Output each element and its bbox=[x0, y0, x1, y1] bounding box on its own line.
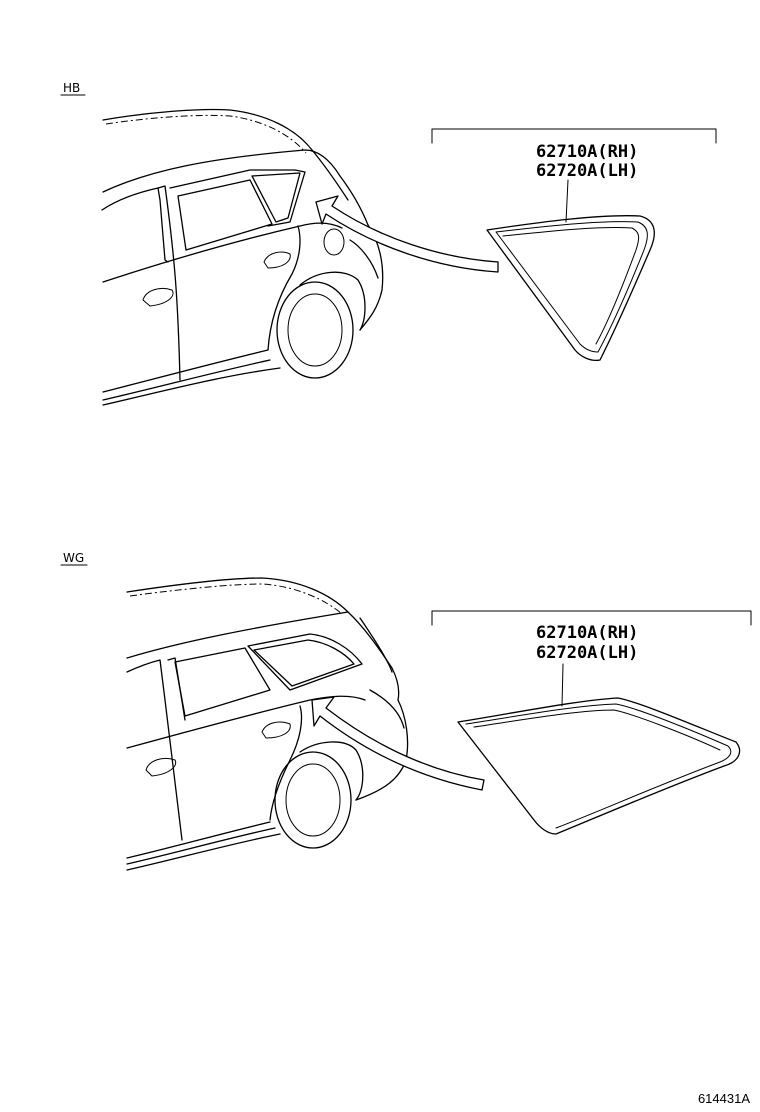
illustration-code: 614431A bbox=[698, 1091, 750, 1106]
quarter-window-glass-wg bbox=[457, 697, 741, 835]
section-hb: HB bbox=[60, 81, 717, 406]
part-number-rh-wg: 62710A(RH) bbox=[536, 623, 638, 643]
hatchback-car-illustration bbox=[101, 108, 384, 406]
callout-bracket-wg bbox=[431, 610, 752, 626]
part-number-rh-hb: 62710A(RH) bbox=[536, 142, 638, 162]
part-number-lh-wg: 62720A(LH) bbox=[536, 643, 638, 663]
section-label-hb: HB bbox=[63, 81, 80, 95]
installation-arrow-hb bbox=[315, 195, 499, 273]
leader-line-wg bbox=[561, 663, 564, 707]
callout-bracket-hb bbox=[431, 128, 717, 144]
part-number-lh-hb: 62720A(LH) bbox=[536, 161, 638, 181]
leader-line-hb bbox=[565, 179, 569, 223]
quarter-window-glass-hb bbox=[486, 215, 655, 362]
wagon-car-illustration bbox=[126, 577, 409, 871]
installation-arrow-wg bbox=[311, 696, 485, 791]
section-label-wg: WG bbox=[63, 551, 84, 565]
section-wg: WG 62 bbox=[60, 551, 752, 871]
